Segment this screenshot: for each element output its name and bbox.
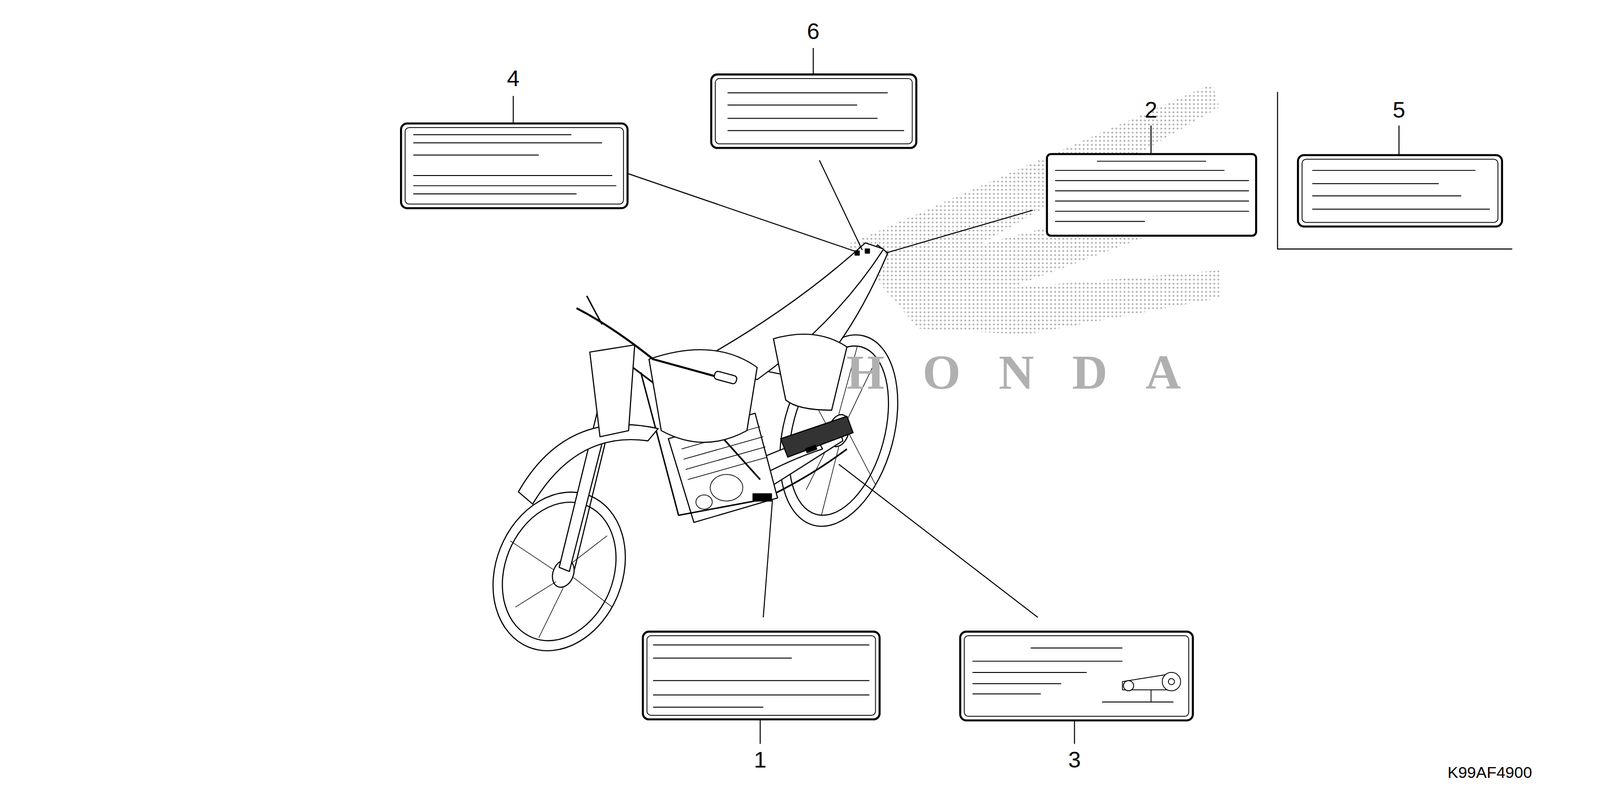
brand-watermark: HONDA [846, 345, 1219, 400]
label-sheets [400, 74, 1503, 721]
motorcycle-drawing [470, 242, 918, 671]
leader-lines [513, 48, 1513, 744]
callout-number: 6 [807, 19, 820, 45]
callout-number: 4 [506, 66, 520, 92]
callout-number: 2 [1144, 97, 1158, 123]
callout-number: 3 [1068, 747, 1081, 773]
callout-number: 1 [753, 747, 767, 773]
diagram-code: K99AF4900 [1447, 763, 1533, 782]
callout-number: 5 [1392, 97, 1406, 123]
